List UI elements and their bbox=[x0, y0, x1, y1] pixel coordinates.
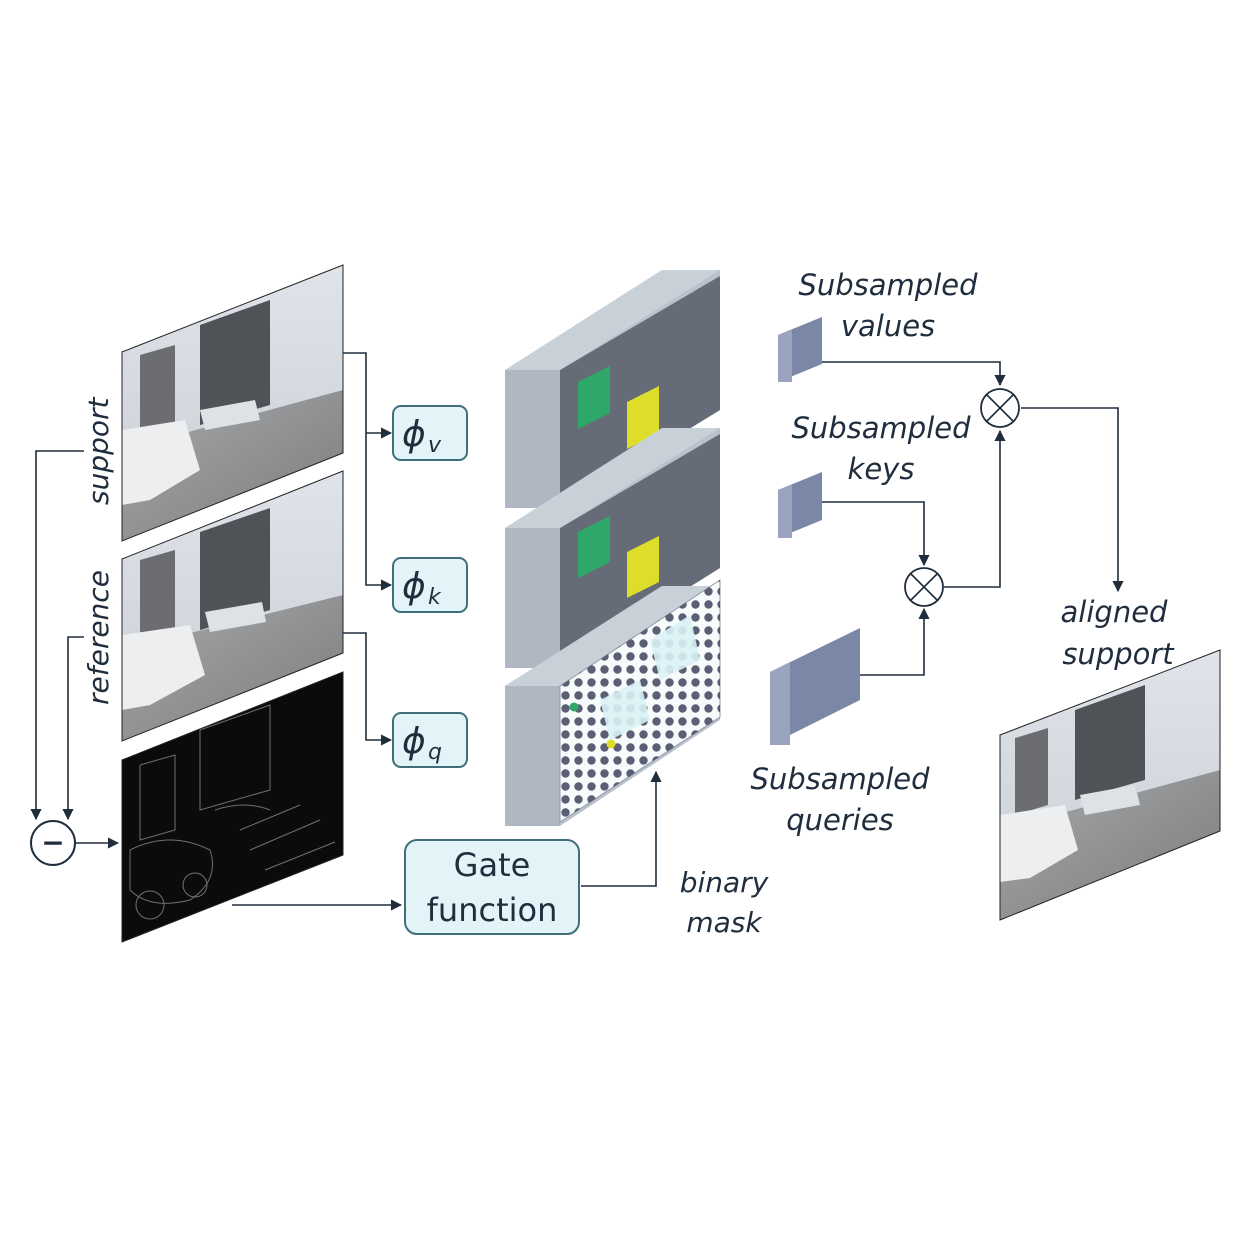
key-feature-slab bbox=[505, 428, 720, 668]
aligned-label-line2: support bbox=[1062, 637, 1175, 671]
values-to-mult-arrow bbox=[822, 361, 1006, 387]
support-to-phi-v-arrow bbox=[343, 352, 393, 439]
query-feature-slab bbox=[505, 579, 721, 826]
reference-label: reference bbox=[82, 570, 115, 705]
phi-v-subscript: v bbox=[428, 433, 442, 458]
keys-to-mult-arrow bbox=[822, 501, 930, 567]
binary-mask-label-line2: mask bbox=[686, 906, 763, 939]
gate-label-line1: Gate bbox=[454, 846, 531, 884]
support-to-phi-k-arrow bbox=[365, 433, 393, 591]
aligned-label-line1: aligned bbox=[1061, 595, 1169, 629]
subsampled-values-block bbox=[778, 317, 822, 382]
phi-v-symbol: ϕ bbox=[402, 414, 426, 455]
value-green-square bbox=[578, 366, 610, 429]
multiply-node-top bbox=[980, 388, 1020, 428]
subsampled-queries-block bbox=[770, 628, 860, 745]
reference-to-subtract-arrow bbox=[62, 636, 84, 821]
phi-q-subscript: q bbox=[428, 740, 442, 765]
reference-image bbox=[121, 470, 344, 742]
phi-k-subscript: k bbox=[428, 585, 442, 610]
support-to-subtract-arrow bbox=[30, 450, 84, 821]
binary-mask-grid bbox=[559, 579, 721, 823]
phi-k-box: ϕ k bbox=[392, 557, 468, 613]
aligned-support-image bbox=[999, 649, 1221, 921]
mult-to-mult-arrow bbox=[944, 429, 1006, 588]
subsampled-keys-block bbox=[778, 472, 822, 538]
value-yellow-square bbox=[627, 386, 659, 449]
mask-yellow-dot bbox=[606, 739, 616, 749]
gate-label-line2: function bbox=[427, 891, 558, 929]
multiply-node-bottom bbox=[904, 567, 944, 607]
values-label-line1: Subsampled bbox=[798, 268, 978, 302]
key-yellow-square bbox=[627, 536, 659, 598]
queries-to-mult-arrow bbox=[860, 607, 930, 676]
keys-label-line1: Subsampled bbox=[791, 411, 971, 445]
binary-mask-label-line1: binary bbox=[680, 866, 769, 899]
value-feature-slab bbox=[505, 270, 720, 508]
support-label: support bbox=[82, 396, 115, 505]
support-image bbox=[121, 264, 344, 542]
queries-label-line1: Subsampled bbox=[750, 762, 930, 796]
phi-q-box: ϕ q bbox=[392, 712, 468, 768]
values-label-line2: values bbox=[841, 309, 935, 343]
keys-label-line2: keys bbox=[848, 452, 915, 486]
minus-sign: − bbox=[41, 826, 64, 859]
phi-k-symbol: ϕ bbox=[402, 566, 426, 607]
key-green-square bbox=[578, 516, 610, 578]
connectors bbox=[30, 352, 1124, 911]
mult-to-aligned-arrow bbox=[1021, 407, 1124, 593]
phi-v-box: ϕ v bbox=[392, 405, 468, 461]
reference-to-phi-q-arrow bbox=[343, 632, 393, 746]
subtract-node: − bbox=[30, 820, 76, 866]
mask-green-dot bbox=[569, 702, 579, 712]
phi-q-symbol: ϕ bbox=[402, 721, 426, 762]
gate-to-mask-arrow bbox=[581, 770, 662, 887]
difference-image bbox=[121, 671, 344, 943]
queries-label-line2: queries bbox=[786, 803, 894, 837]
gate-function-box: Gate function bbox=[404, 839, 580, 935]
